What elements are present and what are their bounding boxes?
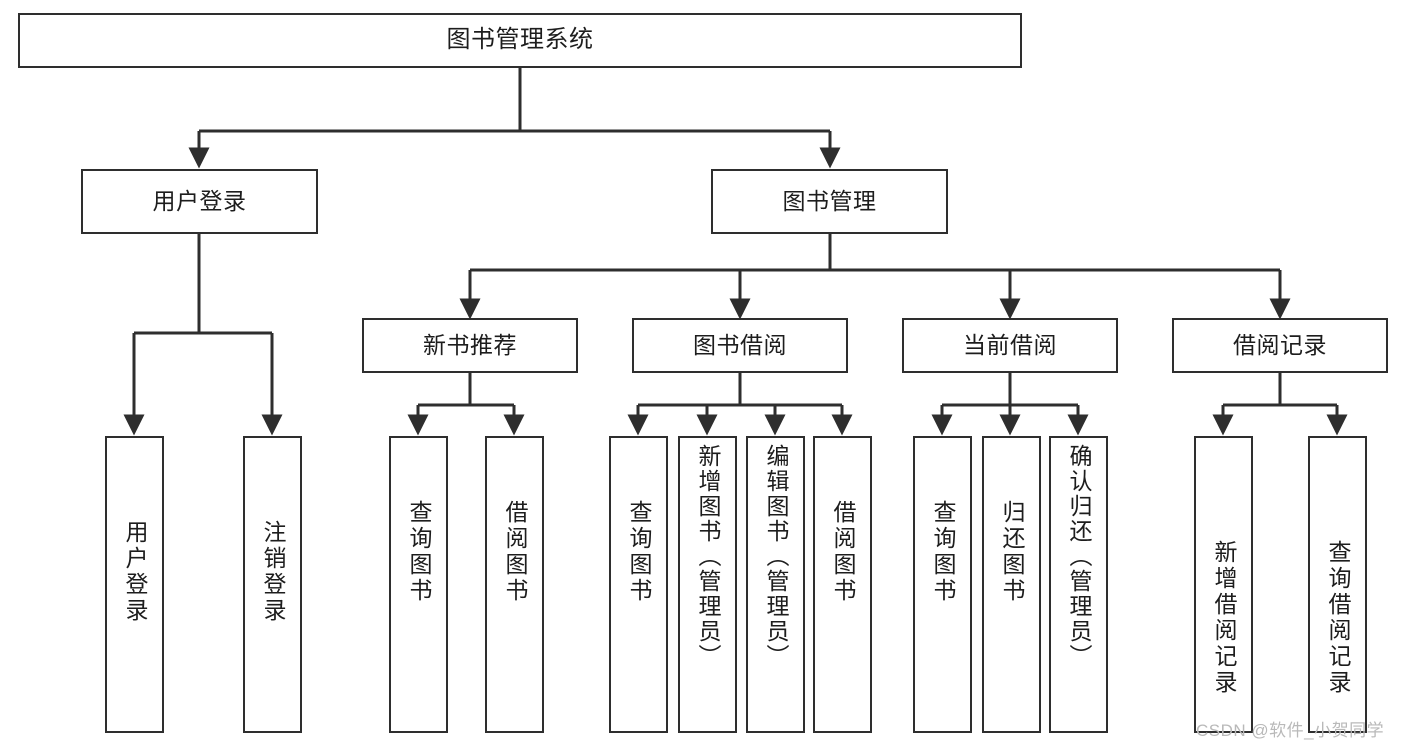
node-leaf-query-record-label: 查询借阅记录 bbox=[1325, 540, 1351, 696]
node-leaf-borrow-book-1-label: 借阅图书 bbox=[502, 500, 528, 604]
node-new-book-rec-label: 新书推荐 bbox=[423, 331, 517, 358]
node-leaf-confirm-return[interactable]: 确认归还（管理员） bbox=[1049, 436, 1108, 733]
csdn-watermark: CSDN @软件_小贺同学 bbox=[1196, 721, 1385, 740]
node-book-borrow[interactable]: 图书借阅 bbox=[632, 318, 848, 373]
node-leaf-query-book-1-label: 查询图书 bbox=[406, 500, 432, 604]
node-leaf-borrow-book-2-label: 借阅图书 bbox=[830, 500, 856, 604]
node-current-borrow-label: 当前借阅 bbox=[963, 331, 1057, 358]
node-leaf-add-record[interactable]: 新增借阅记录 bbox=[1194, 436, 1253, 733]
node-leaf-borrow-book-1[interactable]: 借阅图书 bbox=[485, 436, 544, 733]
node-user-login[interactable]: 用户登录 bbox=[81, 169, 318, 234]
node-leaf-query-book-1[interactable]: 查询图书 bbox=[389, 436, 448, 733]
node-leaf-add-book[interactable]: 新增图书（管理员） bbox=[678, 436, 737, 733]
node-leaf-query-book-3-label: 查询图书 bbox=[930, 500, 956, 604]
node-leaf-query-book-2-label: 查询图书 bbox=[626, 500, 652, 604]
node-borrow-record-label: 借阅记录 bbox=[1233, 331, 1327, 358]
node-book-borrow-label: 图书借阅 bbox=[693, 331, 787, 358]
node-leaf-query-book-2[interactable]: 查询图书 bbox=[609, 436, 668, 733]
node-current-borrow[interactable]: 当前借阅 bbox=[902, 318, 1118, 373]
node-leaf-add-book-label: 新增图书（管理员） bbox=[695, 444, 721, 669]
node-leaf-add-record-label: 新增借阅记录 bbox=[1211, 540, 1237, 696]
node-leaf-edit-book-label: 编辑图书（管理员） bbox=[763, 444, 789, 669]
node-book-mgmt[interactable]: 图书管理 bbox=[711, 169, 948, 234]
node-leaf-logout[interactable]: 注销登录 bbox=[243, 436, 302, 733]
node-borrow-record[interactable]: 借阅记录 bbox=[1172, 318, 1388, 373]
node-leaf-return-book-label: 归还图书 bbox=[999, 500, 1025, 604]
node-leaf-logout-label: 注销登录 bbox=[260, 520, 286, 624]
node-leaf-query-record[interactable]: 查询借阅记录 bbox=[1308, 436, 1367, 733]
node-leaf-user-login-label: 用户登录 bbox=[122, 520, 148, 624]
node-leaf-return-book[interactable]: 归还图书 bbox=[982, 436, 1041, 733]
node-leaf-borrow-book-2[interactable]: 借阅图书 bbox=[813, 436, 872, 733]
node-leaf-confirm-return-label: 确认归还（管理员） bbox=[1066, 444, 1092, 669]
node-leaf-user-login[interactable]: 用户登录 bbox=[105, 436, 164, 733]
node-leaf-edit-book[interactable]: 编辑图书（管理员） bbox=[746, 436, 805, 733]
node-new-book-rec[interactable]: 新书推荐 bbox=[362, 318, 578, 373]
node-book-mgmt-label: 图书管理 bbox=[782, 187, 877, 214]
node-user-login-label: 用户登录 bbox=[152, 187, 247, 214]
node-root[interactable]: 图书管理系统 bbox=[18, 13, 1022, 68]
node-root-label: 图书管理系统 bbox=[446, 26, 594, 54]
node-leaf-query-book-3[interactable]: 查询图书 bbox=[913, 436, 972, 733]
